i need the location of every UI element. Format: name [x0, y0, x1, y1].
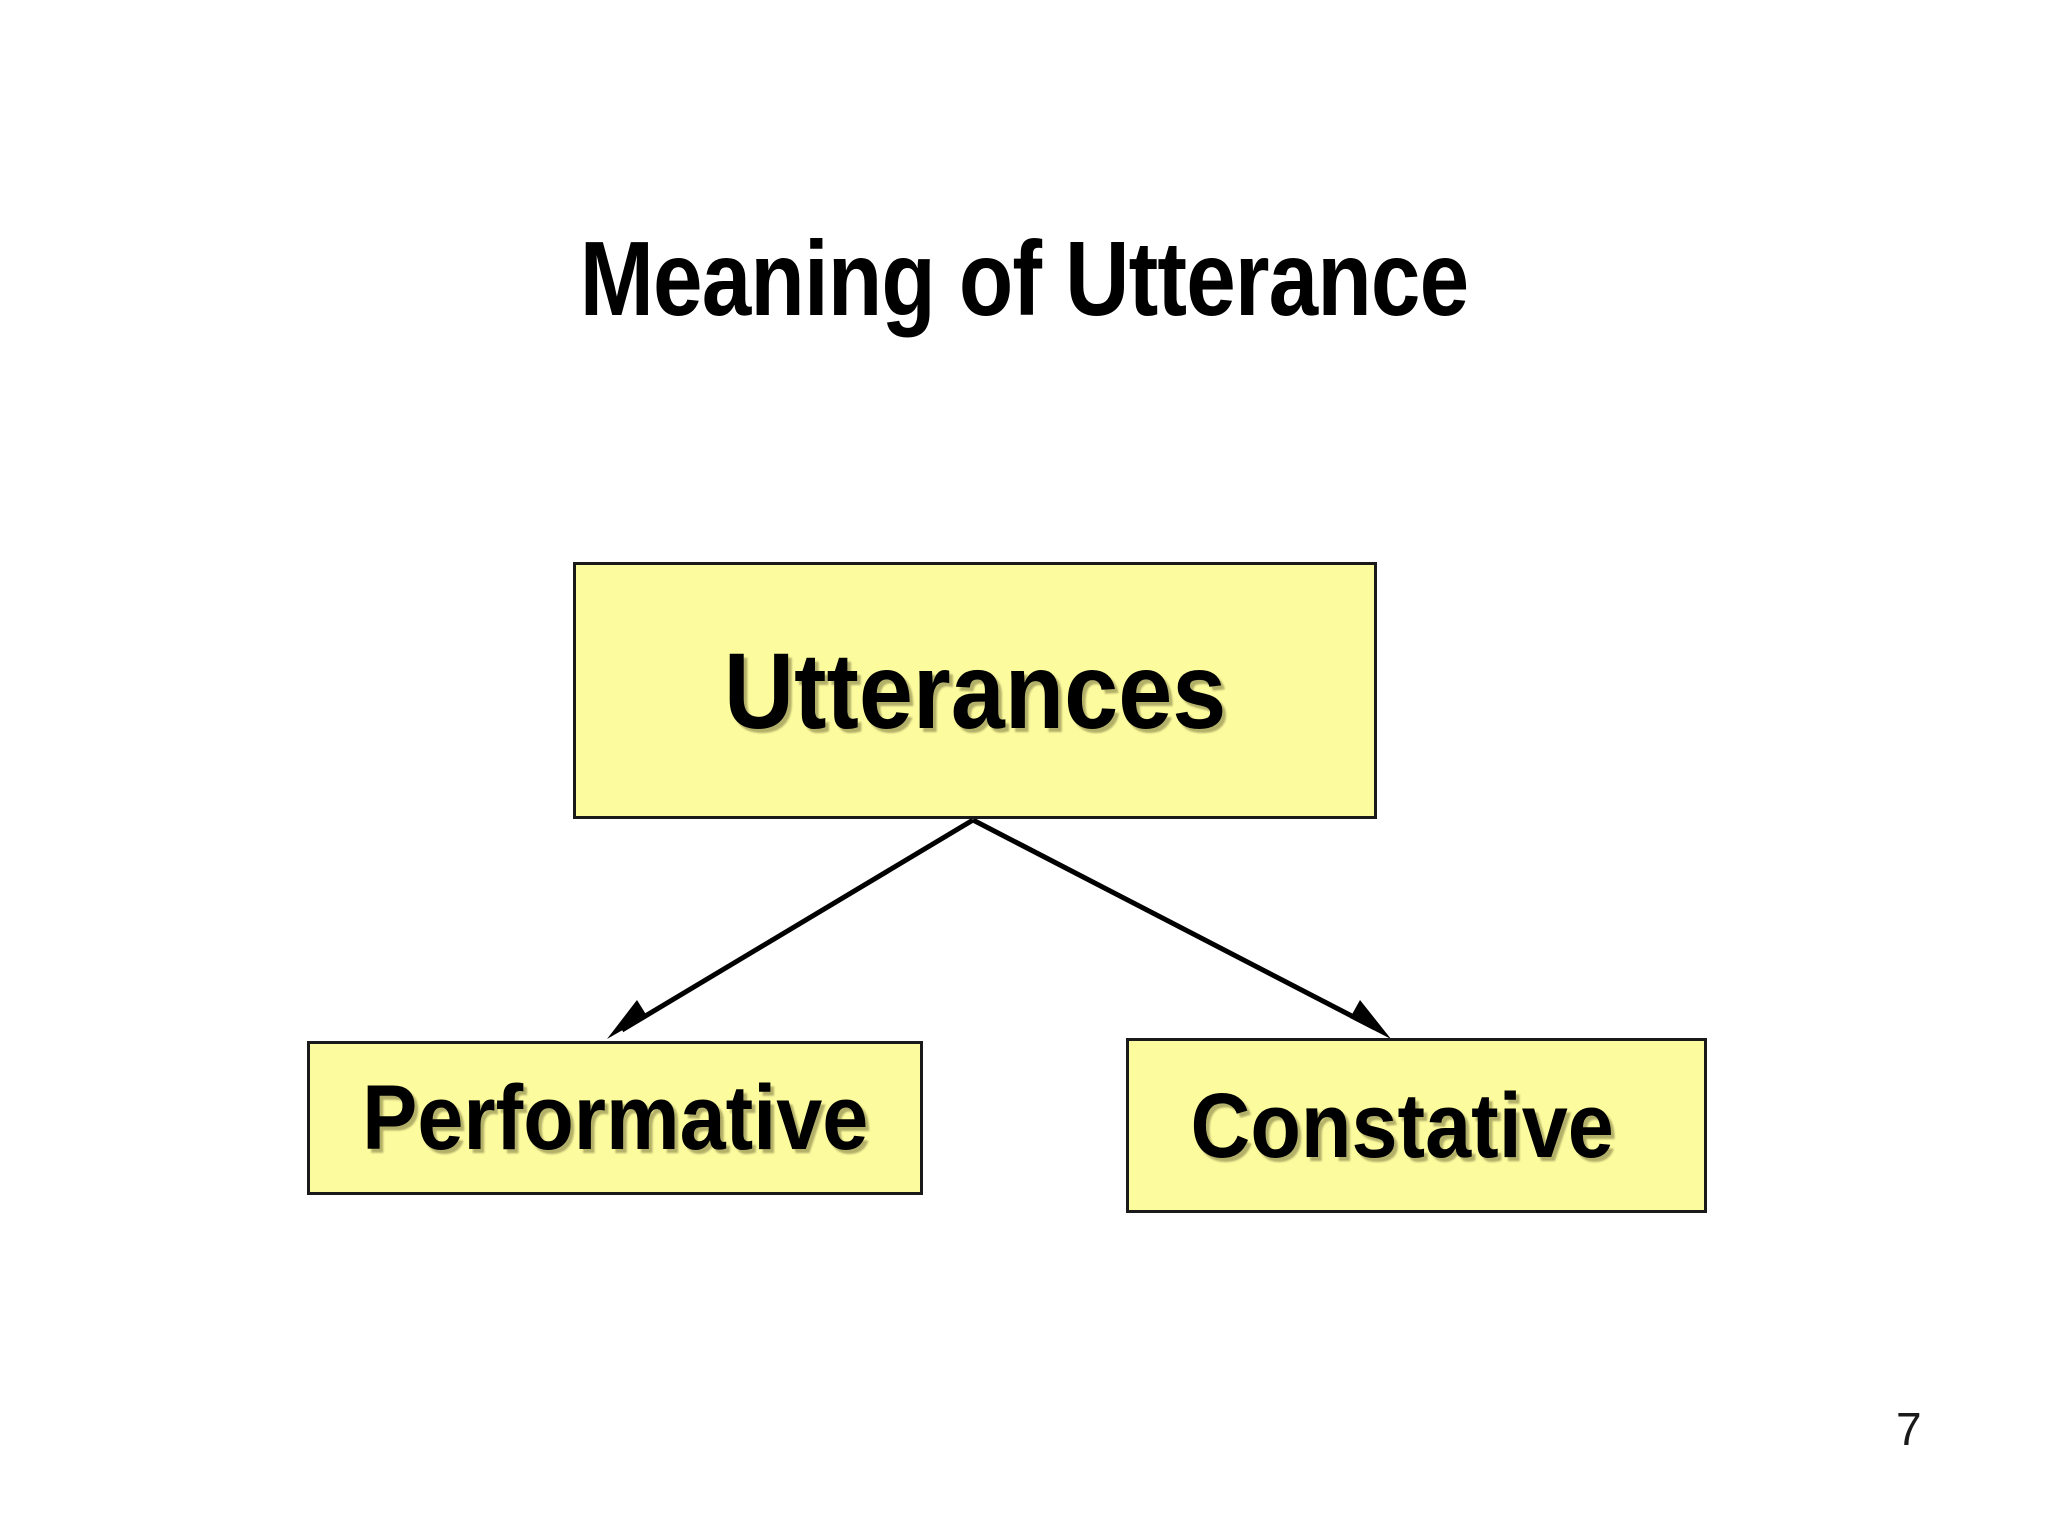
- diagram-node-utterances[interactable]: Utterances: [573, 562, 1377, 819]
- diagram-node-label: Performative: [361, 1067, 869, 1169]
- arrowhead-icon: [1350, 1000, 1391, 1039]
- connector-utterances-to-constative: [971, 817, 1391, 1039]
- page-title: Meaning of Utterance: [579, 220, 1469, 339]
- connector-utterances-to-performative: [607, 817, 975, 1039]
- connector-line: [971, 817, 1377, 1031]
- diagram-node-label: Utterances: [723, 629, 1227, 751]
- connector-line: [620, 817, 975, 1033]
- diagram-node-performative[interactable]: Performative: [307, 1041, 923, 1195]
- diagram-node-constative[interactable]: Constative: [1126, 1038, 1707, 1213]
- arrowhead-icon: [607, 1000, 647, 1039]
- page-number: 7: [1896, 1403, 1922, 1455]
- diagram-node-label: Constative: [1190, 1074, 1614, 1177]
